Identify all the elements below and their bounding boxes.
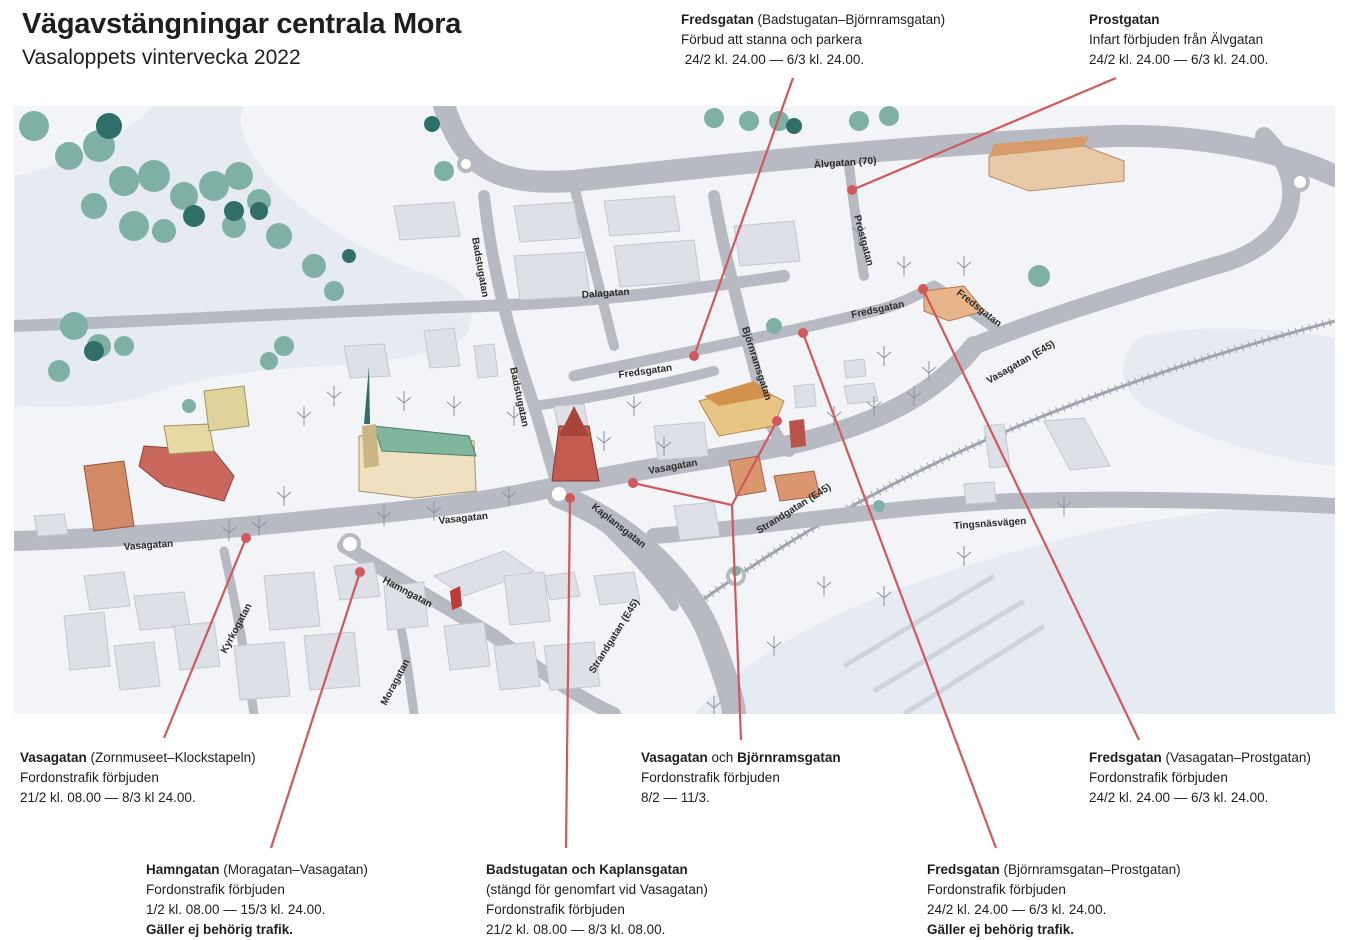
note-fredsgatan-badstugatan: Fredsgatan (Badstugatan–Björnramsgatan) … <box>681 10 945 70</box>
note-vasagatan-zornmuseet: Vasagatan (Zornmuseet–Klockstapeln) Ford… <box>20 748 256 808</box>
note-street: Vasagatan <box>20 750 87 765</box>
note-extent: (Vasagatan–Prostgatan) <box>1161 750 1311 765</box>
note-fredsgatan-vasagatan: Fredsgatan (Vasagatan–Prostgatan) Fordon… <box>1089 748 1311 808</box>
note-line: 24/2 kl. 24.00 — 6/3 kl. 24.00. <box>681 52 865 67</box>
note-line: Fordonstrafik förbjuden <box>1089 770 1228 785</box>
note-line: Förbud att stanna och parkera <box>681 32 862 47</box>
note-line: Fordonstrafik förbjuden <box>641 770 780 785</box>
note-line: Fordonstrafik förbjuden <box>146 882 285 897</box>
page-subtitle: Vasaloppets vintervecka 2022 <box>22 46 301 69</box>
note-extent: (Moragatan–Vasagatan) <box>219 862 368 877</box>
note-street: Fredsgatan <box>1089 750 1162 765</box>
street-label-vasagatan-west: Vasagatan <box>123 539 173 553</box>
note-line: (stängd för genomfart vid Vasagatan) <box>486 882 708 897</box>
note-line: 1/2 kl. 08.00 — 15/3 kl. 24.00. <box>146 902 326 917</box>
note-line: 24/2 kl. 24.00 — 6/3 kl. 24.00. <box>1089 52 1269 67</box>
note-line: 24/2 kl. 24.00 — 6/3 kl. 24.00. <box>927 902 1107 917</box>
note-prostgatan: Prostgatan Infart förbjuden från Älvgata… <box>1089 10 1268 70</box>
note-line: Fordonstrafik förbjuden <box>486 902 625 917</box>
note-line: 24/2 kl. 24.00 — 6/3 kl. 24.00. <box>1089 790 1269 805</box>
note-line: Infart förbjuden från Älvgatan <box>1089 32 1264 47</box>
note-extent: (Badstugatan–Björnramsgatan) <box>753 12 946 27</box>
note-street: Prostgatan <box>1089 12 1160 27</box>
note-line: 8/2 — 11/3. <box>641 790 710 805</box>
page-title: Vägavstängningar centrala Mora <box>22 8 462 40</box>
note-line: 21/2 kl. 08.00 — 8/3 kl. 08.00. <box>486 922 666 937</box>
note-extent: (Björnramsgatan–Prostgatan) <box>999 862 1181 877</box>
note-fredsgatan-bjornramsgatan: Fredsgatan (Björnramsgatan–Prostgatan) F… <box>927 860 1181 940</box>
note-badstugatan-kaplansgatan: Badstugatan och Kaplansgatan (stängd för… <box>486 860 708 940</box>
note-hamngatan: Hamngatan (Moragatan–Vasagatan) Fordonst… <box>146 860 368 940</box>
note-restriction: Gäller ej behörig trafik. <box>146 922 294 937</box>
street-label-vasagatan-main: Vasagatan <box>438 511 488 527</box>
note-extent: (Zornmuseet–Klockstapeln) <box>86 750 256 765</box>
note-vasagatan-bjornramsgatan: Vasagatan och Björnramsgatan Fordonstraf… <box>641 748 841 808</box>
note-street: Hamngatan <box>146 862 220 877</box>
note-street: Badstugatan och Kaplansgatan <box>486 862 688 877</box>
note-line: Fordonstrafik förbjuden <box>20 770 159 785</box>
note-street-2: Björnramsgatan <box>737 750 841 765</box>
note-line: Fordonstrafik förbjuden <box>927 882 1066 897</box>
pond-right <box>1123 328 1335 466</box>
note-line: 21/2 kl. 08.00 — 8/3 kl 24.00. <box>20 790 196 805</box>
note-street: Vasagatan <box>641 750 708 765</box>
note-street: Fredsgatan <box>927 862 1000 877</box>
note-street: Fredsgatan <box>681 12 754 27</box>
note-restriction: Gäller ej behörig trafik. <box>927 922 1075 937</box>
map-svg: Älvgatan (70)ProstgatanBadstugatanDalaga… <box>14 106 1335 714</box>
street-label-dalagatan: Dalagatan <box>581 287 629 301</box>
note-connector: och <box>707 750 738 765</box>
